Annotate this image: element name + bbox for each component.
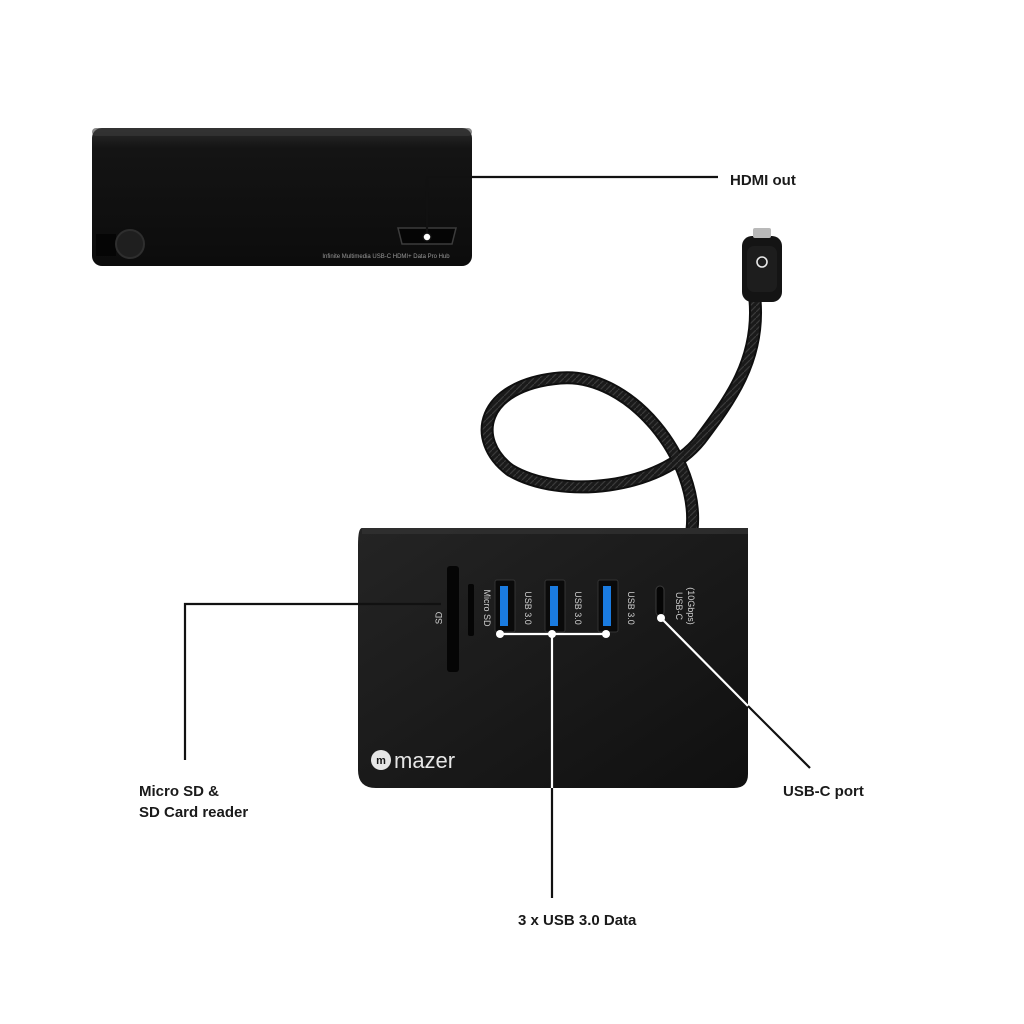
usb3-dot-3 (602, 630, 610, 638)
mazer-logo-mark-icon (371, 750, 391, 770)
usb-c-port-callout-text: USB-C port (783, 783, 864, 800)
card-reader-leader-line (183, 602, 441, 760)
usb3-port-2-label: USB 3.0 (573, 591, 583, 625)
hub-side-body (92, 128, 472, 266)
usb-c-port-callout: USB-C port (783, 781, 864, 802)
usb3-port-3-label: USB 3.0 (626, 591, 636, 625)
usb-c-leader-line (657, 614, 811, 769)
usb-c-port-label-2: (10Gbps) (686, 587, 696, 625)
side-model-text: Infinite Multimedia USB-C HDMI+ Data Pro… (322, 254, 450, 260)
side-knob (115, 229, 145, 259)
sd-slot-label: SD (434, 611, 444, 624)
usb-c-plug-tip (753, 228, 771, 238)
svg-text:m: m (376, 755, 386, 767)
micro-sd-slot (468, 584, 474, 636)
card-reader-label-line2: SD Card reader (139, 804, 249, 821)
usb-c-port (655, 585, 665, 617)
usb-c-cable (480, 228, 782, 537)
usb3-dot-1 (496, 630, 504, 638)
usb3-port-1-label: USB 3.0 (523, 591, 533, 625)
usb3-dot-2 (548, 630, 556, 638)
usb3-data-label: 3 x USB 3.0 Data (518, 910, 636, 931)
usb3-leader-line (496, 630, 610, 898)
hdmi-out-label-text: HDMI out (730, 172, 796, 189)
mazer-logo: m mazer (371, 748, 455, 773)
hub-side-view: Infinite Multimedia USB-C HDMI+ Data Pro… (92, 128, 472, 266)
hdmi-out-label: HDMI out (730, 170, 796, 191)
card-reader-label: Micro SD & SD Card reader (139, 781, 248, 823)
usb3-data-label-text: 3 x USB 3.0 Data (518, 912, 637, 929)
usb-c-port-label-1: USB-C (674, 592, 684, 621)
hdmi-leader-line (422, 175, 718, 242)
usb-c-dot (657, 614, 665, 622)
micro-sd-slot-label: Micro SD (482, 589, 492, 627)
mazer-wordmark: mazer (394, 748, 455, 773)
plug-logo-icon (756, 256, 768, 268)
card-reader-label-line1: Micro SD & (139, 783, 220, 800)
sd-card-slot (447, 566, 459, 672)
